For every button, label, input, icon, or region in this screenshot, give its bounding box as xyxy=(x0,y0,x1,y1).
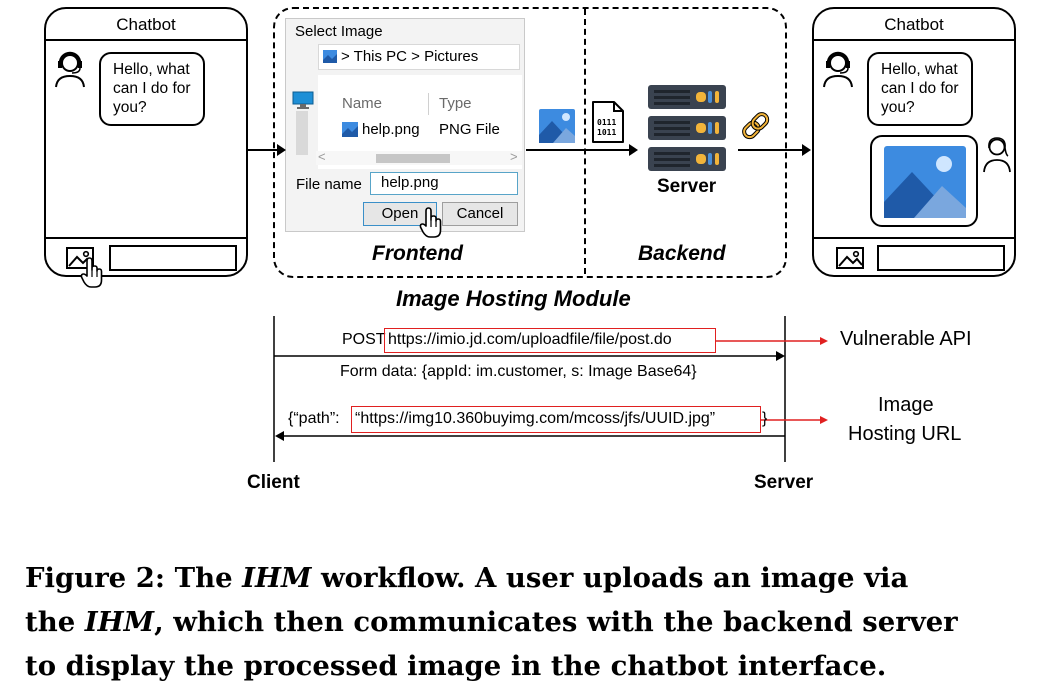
caption-line-2: the IHM, which then communicates with th… xyxy=(25,600,958,644)
caption-line-3: to display the processed image in the ch… xyxy=(25,644,886,688)
caption-line-1: Figure 2: The IHM workflow. A user uploa… xyxy=(25,556,908,600)
caption-l2-b: IHM xyxy=(84,606,155,638)
sequence-lines xyxy=(273,316,828,462)
dialog-title: Select Image xyxy=(295,23,383,40)
file-row-type: PNG File xyxy=(439,121,500,138)
backend-label: Backend xyxy=(638,242,726,265)
scroll-thumb[interactable] xyxy=(376,154,450,163)
binary-file-icon xyxy=(592,101,624,143)
response-arrow xyxy=(275,431,785,441)
hand-cursor-icon xyxy=(419,207,442,238)
image-hosting-module-box xyxy=(273,7,787,278)
vulnerable-api-pointer xyxy=(716,337,828,345)
binary-line-1: 0111 xyxy=(597,118,617,127)
hand-cursor-icon xyxy=(80,257,103,288)
binary-line-2: 1011 xyxy=(597,128,617,137)
computer-icon xyxy=(292,91,314,109)
caption-l2-a: the xyxy=(25,606,85,638)
right-bubble-line-3: you? xyxy=(881,99,915,116)
hosting-url-highlight xyxy=(351,406,761,433)
left-chat-input[interactable] xyxy=(109,245,237,271)
module-title: Image Hosting Module xyxy=(396,286,631,311)
image-icon xyxy=(836,247,864,269)
column-header-name[interactable]: Name xyxy=(342,95,383,112)
form-data: Form data: {appId: im.customer, s: Image… xyxy=(340,363,697,380)
response-url: “https://img10.360buyimg.com/mcoss/jfs/U… xyxy=(355,410,716,427)
hosting-url-label-line-1: Image xyxy=(878,394,934,416)
image-thumbnail-icon xyxy=(884,146,966,218)
link-icon xyxy=(742,112,770,140)
post-method: POST xyxy=(342,331,386,348)
server-icon xyxy=(648,85,726,171)
filename-label: File name xyxy=(296,176,362,193)
left-chatbot-window: Chatbot Hello, what can I do for you? xyxy=(44,7,248,288)
flow-arrows xyxy=(248,144,811,156)
column-divider xyxy=(428,93,429,115)
left-chatbot-title: Chatbot xyxy=(116,15,176,34)
left-bubble-line-2: can I do for xyxy=(113,80,191,97)
left-chatbot-footer-divider xyxy=(46,237,246,239)
pictures-folder-icon xyxy=(323,50,337,63)
caption-l1-b: IHM xyxy=(242,562,312,594)
right-chatbot-title: Chatbot xyxy=(884,15,944,34)
file-row-name[interactable]: help.png xyxy=(362,121,420,138)
server-lifeline-label: Server xyxy=(754,472,814,493)
hosting-url-pointer xyxy=(761,416,828,424)
client-label: Client xyxy=(247,472,300,493)
right-bubble-line-1: Hello, what xyxy=(881,61,958,78)
hosting-url-label-line-2: Hosting URL xyxy=(848,423,962,445)
select-image-dialog: Select Image > This PC > Pictures Name T… xyxy=(285,18,525,238)
cancel-button[interactable]: Cancel xyxy=(442,202,518,226)
dialog-path: > This PC > Pictures xyxy=(341,48,479,65)
column-header-type[interactable]: Type xyxy=(439,95,472,112)
server-to-chatbot-arrow xyxy=(738,144,811,156)
request-arrow xyxy=(274,351,785,361)
caption-l1-a: Figure 2: The xyxy=(25,562,243,594)
caption-l1-c: workflow. A user uploads an image via xyxy=(311,562,909,594)
post-url-highlight xyxy=(384,328,716,353)
left-chatbot-header-divider xyxy=(46,39,246,41)
support-agent-icon xyxy=(823,51,853,88)
nav-pane-scrollbar[interactable] xyxy=(296,111,308,155)
right-chatbot-footer-divider xyxy=(814,237,1014,239)
png-file-icon xyxy=(342,122,358,137)
scroll-right-arrow-icon[interactable]: > xyxy=(510,149,518,164)
left-bubble-line-3: you? xyxy=(113,99,147,116)
open-button[interactable]: Open xyxy=(363,202,437,226)
response-prefix: {“path”: xyxy=(288,410,340,427)
right-bubble-line-2: can I do for xyxy=(881,80,959,97)
support-agent-icon xyxy=(55,51,85,88)
caption-l2-c: , which then communicates with the backe… xyxy=(154,606,958,638)
server-icon-label: Server xyxy=(657,176,717,197)
scroll-left-arrow-icon[interactable]: < xyxy=(318,149,326,164)
response-suffix: } xyxy=(762,410,768,427)
right-chatbot-header-divider xyxy=(814,39,1014,41)
left-chatbot-bubble: Hello, what can I do for you? xyxy=(99,52,205,126)
caption-l3: to display the processed image in the ch… xyxy=(25,650,887,682)
image-message-bubble xyxy=(870,135,978,227)
dialog-path-bar[interactable]: > This PC > Pictures xyxy=(318,44,520,70)
user-icon xyxy=(983,137,1011,173)
right-chat-input[interactable] xyxy=(877,245,1005,271)
vulnerable-api-label: Vulnerable API xyxy=(840,328,972,350)
right-chatbot-bubble: Hello, what can I do for you? xyxy=(867,52,973,126)
frontend-label: Frontend xyxy=(372,242,463,265)
client-to-dialog-arrow xyxy=(248,144,286,156)
post-url: https://imio.jd.com/uploadfile/file/post… xyxy=(388,331,672,348)
filename-input[interactable]: help.png xyxy=(370,172,518,195)
horizontal-scrollbar[interactable]: < > xyxy=(316,149,522,165)
left-bubble-line-1: Hello, what xyxy=(113,61,190,78)
frontend-backend-divider xyxy=(584,9,586,274)
uploaded-image-icon xyxy=(539,109,575,143)
filename-value: help.png xyxy=(381,174,439,191)
right-chatbot-window: Chatbot Hello, what can I do for you? xyxy=(812,7,1016,277)
dialog-to-server-arrow xyxy=(526,144,638,156)
